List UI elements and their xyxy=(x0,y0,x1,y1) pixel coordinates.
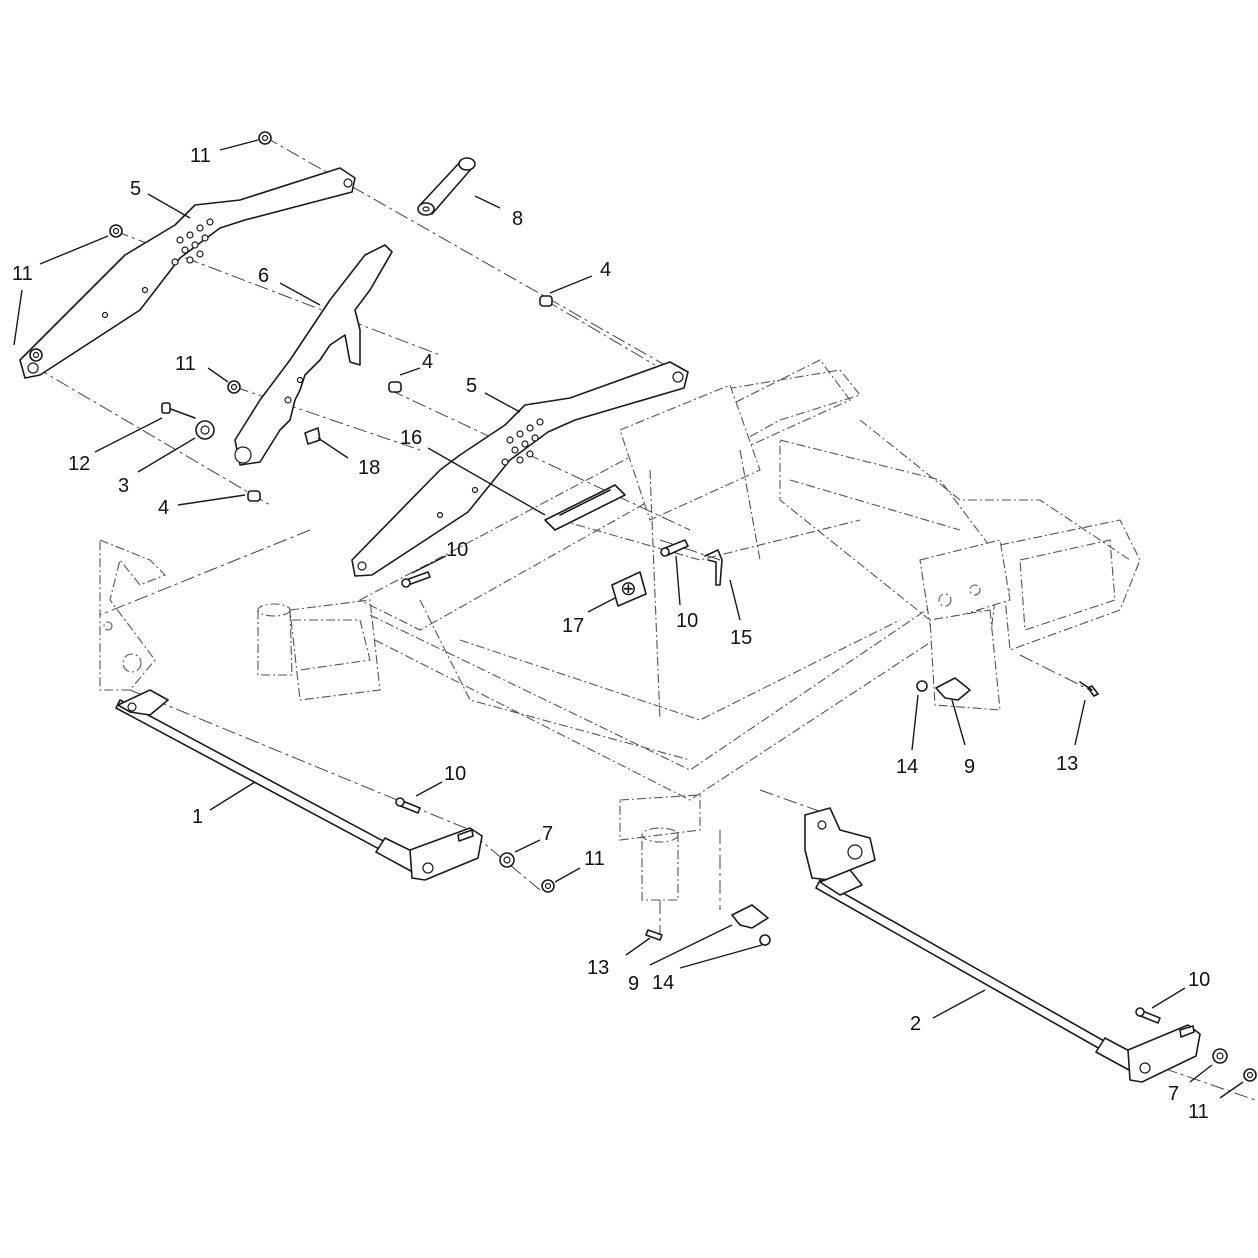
torsion-rod-left xyxy=(115,689,483,881)
callout: 13 xyxy=(1056,753,1078,775)
svg-text:⊕: ⊕ xyxy=(620,578,637,600)
callout: 12 xyxy=(68,453,90,475)
callout: 14 xyxy=(896,756,918,778)
callout: 9 xyxy=(964,756,975,778)
lift-arm-lower xyxy=(351,361,689,577)
callout: 16 xyxy=(400,427,422,449)
handle-grip xyxy=(417,157,476,216)
callout: 5 xyxy=(130,178,141,200)
callout: 7 xyxy=(1168,1083,1179,1105)
lift-arm-upper xyxy=(19,167,356,379)
callout: 11 xyxy=(1188,1101,1209,1123)
callout: 10 xyxy=(446,539,468,561)
callout: 11 xyxy=(12,263,33,285)
callout: 18 xyxy=(358,457,380,479)
callout: 11 xyxy=(190,145,211,167)
callout: 10 xyxy=(676,610,698,632)
callout: 7 xyxy=(542,823,553,845)
callout: 2 xyxy=(910,1013,921,1035)
callout: 3 xyxy=(118,475,129,497)
callout: 4 xyxy=(600,259,611,281)
callouts: 11 5 8 11 6 4 11 4 5 12 3 18 16 4 10 17 … xyxy=(12,145,1210,1123)
callout: 8 xyxy=(512,208,523,230)
callout: 11 xyxy=(175,353,196,375)
callout: 11 xyxy=(584,848,605,870)
callout: 10 xyxy=(444,763,466,785)
mower-frame-ghost xyxy=(99,359,1141,901)
callout: 10 xyxy=(1188,969,1210,991)
callout: 6 xyxy=(258,265,269,287)
callout: 4 xyxy=(158,497,169,519)
leader-lines xyxy=(13,139,1244,1099)
height-of-cut-plate xyxy=(234,244,393,466)
lift-arm-hole-pattern xyxy=(171,218,214,266)
callout: 5 xyxy=(466,375,477,397)
hardware: ⊕ xyxy=(29,131,1257,1082)
callout: 1 xyxy=(192,806,203,828)
callout: 17 xyxy=(562,615,584,637)
callout: 15 xyxy=(730,627,752,649)
torsion-rod-right xyxy=(804,807,1201,1083)
callout: 9 xyxy=(628,973,639,995)
callout: 14 xyxy=(652,972,674,994)
callout: 4 xyxy=(422,351,433,373)
lift-arm-hole-pattern xyxy=(501,418,544,466)
callout: 13 xyxy=(587,957,609,979)
